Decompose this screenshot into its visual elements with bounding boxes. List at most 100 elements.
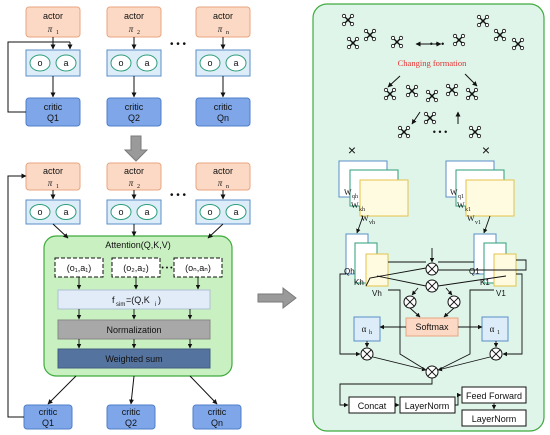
- critic-q: Qn: [211, 418, 223, 428]
- actor-n-top: actor π n: [195, 6, 251, 38]
- actor-2-top: actor π 2: [106, 6, 162, 38]
- left-bottom-section: actor π 1 actor π 2 actor π n • • • o a: [7, 162, 251, 430]
- critic-1-bottom: critic Q1: [23, 404, 73, 430]
- critic-1-top: critic Q1: [25, 97, 81, 127]
- pair-ellipsis: • • •: [161, 265, 173, 272]
- fsim-i: i: [155, 302, 156, 308]
- concat-label: Concat: [358, 401, 387, 411]
- alpha-sub: h: [369, 330, 372, 336]
- qkv-left: Qh Kh Vh: [344, 233, 389, 298]
- act-label: a: [63, 207, 68, 217]
- obs-label: o: [37, 207, 42, 217]
- layernorm-label: LayerNorm: [405, 401, 450, 411]
- obs-label: o: [207, 58, 212, 68]
- ellipsis: • • •: [170, 39, 187, 50]
- actor-2-bottom: actor π 2: [106, 162, 162, 191]
- alpha-h-box: α h: [353, 316, 381, 342]
- oa-box-2-top: o a: [106, 49, 162, 77]
- concat-box: Concat: [348, 396, 396, 414]
- critic-label: critic: [214, 102, 233, 112]
- policy-symbol: π: [129, 178, 134, 188]
- critic-q: Q1: [42, 418, 54, 428]
- weight-stack-right: W q1 W k1 W v1: [445, 160, 515, 226]
- w-label: W: [344, 188, 352, 197]
- w-sub: v1: [475, 220, 481, 226]
- oa-box-1-bottom: o a: [25, 199, 81, 225]
- fsim-sub: sim: [116, 302, 125, 308]
- alpha-1-box: α 1: [481, 316, 509, 342]
- q-matrix-label: Qh: [344, 267, 355, 276]
- formation-dots-bottom: • • •: [433, 127, 447, 137]
- softmax-box: Softmax: [405, 317, 459, 337]
- policy-subscript: n: [226, 184, 229, 190]
- layernorm-box-2: LayerNorm: [461, 409, 527, 427]
- policy-subscript: 2: [137, 184, 140, 190]
- obs-label: o: [37, 58, 42, 68]
- w-label: W: [467, 214, 475, 223]
- otimes-icon: [425, 262, 439, 276]
- left-top-section: actor π 1 actor π 2 actor π n • • • o a: [7, 6, 251, 127]
- obs-label: o: [118, 58, 123, 68]
- alpha-symbol: α: [362, 324, 367, 334]
- otimes-icon: [425, 279, 439, 293]
- act-label: a: [233, 58, 238, 68]
- right-panel: • • • Changing formation • • • × × W qh …: [312, 3, 545, 432]
- critic-q: Q2: [125, 418, 137, 428]
- oa-box-n-top: o a: [195, 49, 251, 77]
- feedforward-box: Feed Forward: [461, 386, 527, 404]
- left-bottom-arrows: [7, 173, 226, 418]
- alpha-symbol: α: [490, 324, 495, 334]
- otimes-icon: [447, 295, 461, 309]
- actor-label: actor: [43, 11, 63, 21]
- w-label: W: [450, 188, 458, 197]
- pair-label-1: (o₁,a₁): [67, 263, 92, 273]
- oa-box-1-top: o a: [25, 49, 81, 77]
- actor-label: actor: [43, 166, 63, 176]
- w-label: W: [457, 201, 465, 210]
- normalization-label: Normalization: [106, 325, 161, 335]
- weighted-sum-box: [57, 348, 211, 369]
- critic-label: critic: [208, 407, 227, 417]
- policy-symbol: π: [129, 24, 134, 34]
- fsim-end: ): [158, 295, 161, 305]
- critic-2-top: critic Q2: [106, 97, 162, 127]
- attention-inner-arrows: [76, 277, 201, 349]
- fsim-f: f: [112, 295, 115, 305]
- policy-subscript: 1: [56, 184, 59, 190]
- critic-q: Q2: [128, 113, 140, 123]
- multiply-icon-left: ×: [348, 142, 356, 158]
- critic-label: critic: [44, 102, 63, 112]
- critic-label: critic: [122, 407, 141, 417]
- actor-n-bottom: actor π n: [195, 162, 251, 191]
- policy-symbol: π: [48, 178, 53, 188]
- actor-1-bottom: actor π 1: [25, 162, 81, 191]
- policy-subscript: n: [226, 30, 229, 36]
- critic-2-bottom: critic Q2: [106, 404, 156, 430]
- ellipsis: • • •: [170, 190, 187, 201]
- critic-n-bottom: critic Qn: [192, 404, 242, 430]
- transition-arrow-down: [123, 135, 149, 162]
- changing-formation-label: Changing formation: [398, 58, 467, 68]
- w-sub: qh: [352, 194, 358, 200]
- critic-label: critic: [39, 407, 58, 417]
- actor-label: actor: [213, 166, 233, 176]
- attention-block: Attention(Q,K,V) (o₁,a₁) (o₂,a₂) • • • (…: [43, 235, 233, 377]
- policy-symbol: π: [48, 24, 53, 34]
- act-label: a: [144, 58, 149, 68]
- formation-arrows: [387, 41, 478, 125]
- policy-subscript: 2: [137, 30, 140, 36]
- fsim-rest: =(Q,K: [126, 295, 150, 305]
- attention-title: Attention(Q,K,V): [105, 240, 171, 250]
- obs-label: o: [207, 207, 212, 217]
- softmax-label: Softmax: [415, 322, 449, 332]
- otimes-icon: [403, 295, 417, 309]
- weight-stack-left: W qh W kh W vh: [338, 160, 409, 226]
- actor-label: actor: [213, 11, 233, 21]
- w-sub: kh: [359, 207, 365, 213]
- right-panel-arrows: [339, 215, 527, 410]
- act-label: a: [233, 207, 238, 217]
- otimes-icon: [360, 347, 374, 361]
- multiply-icon-right: ×: [482, 142, 490, 158]
- qkv-right: Q1 K1 V1: [469, 233, 517, 298]
